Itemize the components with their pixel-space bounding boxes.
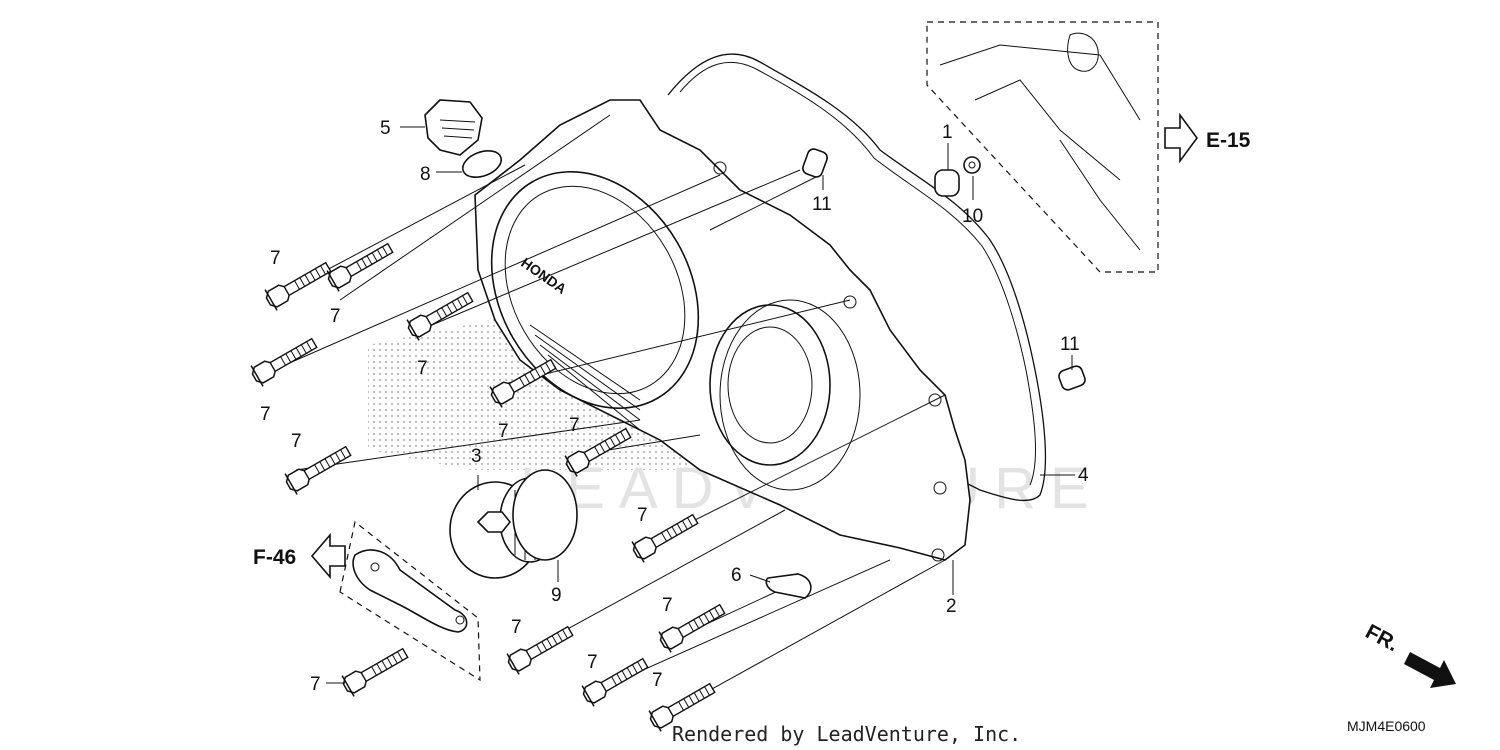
callout-10: 10: [962, 206, 983, 227]
callout-7-f: 7: [291, 431, 302, 452]
callout-8: 8: [420, 164, 431, 185]
callout-11-right: 11: [1060, 334, 1080, 355]
dowel-pin-top: [802, 148, 828, 178]
part-1-pin: [934, 169, 960, 197]
o-ring: [461, 150, 503, 178]
callout-4: 4: [1078, 465, 1089, 486]
callout-7-e: 7: [498, 421, 509, 442]
detail-box-f46: [339, 520, 481, 682]
callout-7-d: 7: [417, 358, 428, 379]
e15-label[interactable]: E-15: [1206, 129, 1251, 152]
callout-11-top: 11: [812, 194, 832, 215]
callout-7-j: 7: [662, 595, 673, 616]
callout-7-k: 7: [310, 674, 321, 695]
callout-3: 3: [471, 446, 482, 467]
callout-7-i: 7: [511, 617, 522, 638]
callout-7-a: 7: [270, 248, 281, 269]
callout-7-l: 7: [587, 652, 598, 673]
arrow-front-icon: [1404, 652, 1456, 688]
plug-o-ring: [512, 469, 578, 561]
callout-7-g: 7: [569, 415, 580, 436]
detail-box-e15: [926, 21, 1159, 273]
f46-reference[interactable]: F-46: [253, 532, 346, 580]
callout-7-b: 7: [330, 306, 341, 327]
arrow-left-icon: [310, 532, 346, 580]
callout-leaders: [326, 126, 1075, 684]
arrow-right-icon: [1164, 112, 1198, 164]
callout-5: 5: [380, 118, 391, 139]
bolt-11: [338, 641, 412, 699]
e15-reference[interactable]: E-15: [1164, 112, 1251, 164]
front-direction-indicator: FR.: [1362, 620, 1456, 688]
washer: [963, 156, 981, 174]
callout-7-m: 7: [652, 670, 663, 691]
callout-7-h: 7: [637, 505, 648, 526]
dowel-pin-right: [1058, 365, 1086, 391]
front-label: FR.: [1362, 620, 1403, 656]
callout-1: 1: [942, 122, 953, 143]
gasket: [667, 53, 1047, 502]
render-credit: Rendered by LeadVenture, Inc.: [672, 722, 1021, 746]
callout-2: 2: [946, 596, 957, 617]
bolt-3: [247, 331, 321, 389]
callout-9: 9: [551, 585, 562, 606]
callout-7-c: 7: [260, 404, 271, 425]
oil-filler-cap: [424, 99, 483, 156]
plate: [765, 573, 812, 599]
diagram-code: MJM4E0600: [1347, 718, 1426, 734]
f46-label[interactable]: F-46: [253, 546, 296, 569]
callout-6: 6: [731, 565, 742, 586]
